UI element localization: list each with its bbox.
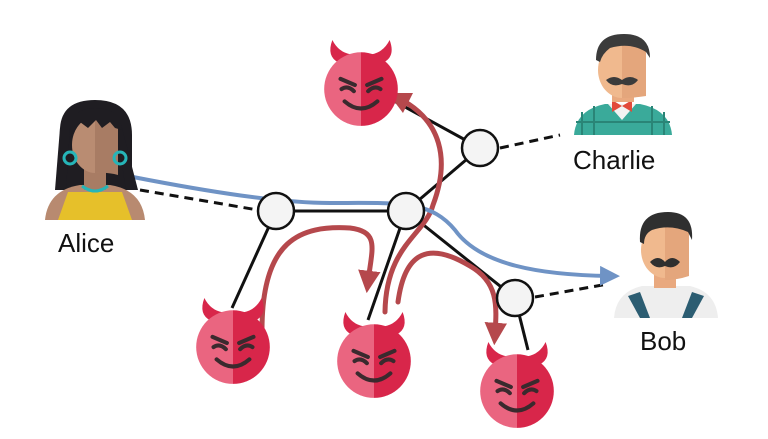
attack-flows [259,92,507,346]
attack-flow-left-to-node1 [259,225,381,333]
devil-face-icon [480,342,554,428]
attackers [196,40,554,428]
devil-face-icon [324,40,398,126]
link-node3-charlie [499,133,561,150]
person-icon [614,212,718,318]
devil-face-icon [196,298,270,384]
alice-name: Alice [58,228,114,258]
link-alice-node1 [139,188,259,212]
attack-flow-mid-to-right [395,250,507,346]
person-icon [45,100,145,220]
user-links [139,133,609,299]
devil-face-icon [337,312,411,398]
relay-nodes [256,128,535,318]
charlie: Charlie [573,34,672,175]
bob: Bob [614,212,718,356]
charlie-name: Charlie [573,145,655,175]
node-3 [460,128,500,168]
bob-name: Bob [640,326,686,356]
alice: Alice [45,100,145,258]
node-1 [256,191,296,231]
link-node4-bob [534,282,609,299]
person-icon [574,34,672,135]
attack-flow-mid-to-top [382,92,444,315]
node-2 [386,191,426,231]
node-4 [495,278,535,318]
